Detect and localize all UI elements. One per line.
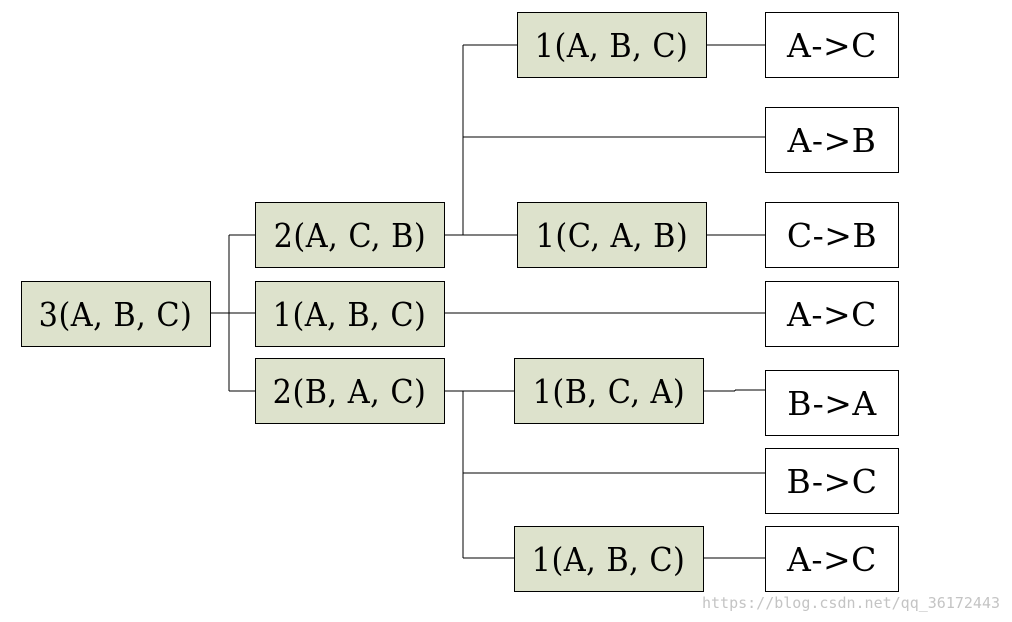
- call-node-label: 1(A, B, C): [535, 25, 689, 65]
- watermark-text: https://blog.csdn.net/qq_36172443: [701, 594, 1000, 612]
- call-node-level2-bottom: 2(B, A, C): [255, 358, 445, 424]
- call-node-label: 1(B, C, A): [532, 371, 686, 411]
- call-node-level3-2: 1(C, A, B): [517, 202, 707, 268]
- call-node-level3-1: 1(A, B, C): [517, 12, 707, 78]
- move-node-6: B->C: [765, 448, 899, 514]
- move-label: A->B: [787, 120, 877, 160]
- call-node-label: 1(C, A, B): [535, 215, 689, 255]
- move-node-4: A->C: [765, 281, 899, 347]
- call-node-level3-4: 1(A, B, C): [514, 526, 704, 592]
- move-node-3: C->B: [765, 202, 899, 268]
- call-node-level2-top: 2(A, C, B): [255, 202, 445, 268]
- call-node-label: 1(A, B, C): [273, 294, 427, 334]
- move-label: A->C: [787, 294, 877, 334]
- move-node-5: B->A: [765, 370, 899, 436]
- move-label: A->C: [787, 25, 877, 65]
- call-node-label: 1(A, B, C): [532, 539, 686, 579]
- move-label: B->A: [787, 383, 877, 423]
- call-node-root: 3(A, B, C): [21, 281, 211, 347]
- move-node-1: A->C: [765, 12, 899, 78]
- call-node-label: 2(B, A, C): [273, 371, 427, 411]
- move-label: A->C: [787, 539, 877, 579]
- call-node-level3-3: 1(B, C, A): [514, 358, 704, 424]
- call-node-label: 3(A, B, C): [39, 294, 193, 334]
- move-label: C->B: [786, 215, 878, 255]
- move-node-7: A->C: [765, 526, 899, 592]
- move-node-2: A->B: [765, 107, 899, 173]
- move-label: B->C: [786, 461, 878, 501]
- call-node-level2-middle: 1(A, B, C): [255, 281, 445, 347]
- call-node-label: 2(A, C, B): [273, 215, 427, 255]
